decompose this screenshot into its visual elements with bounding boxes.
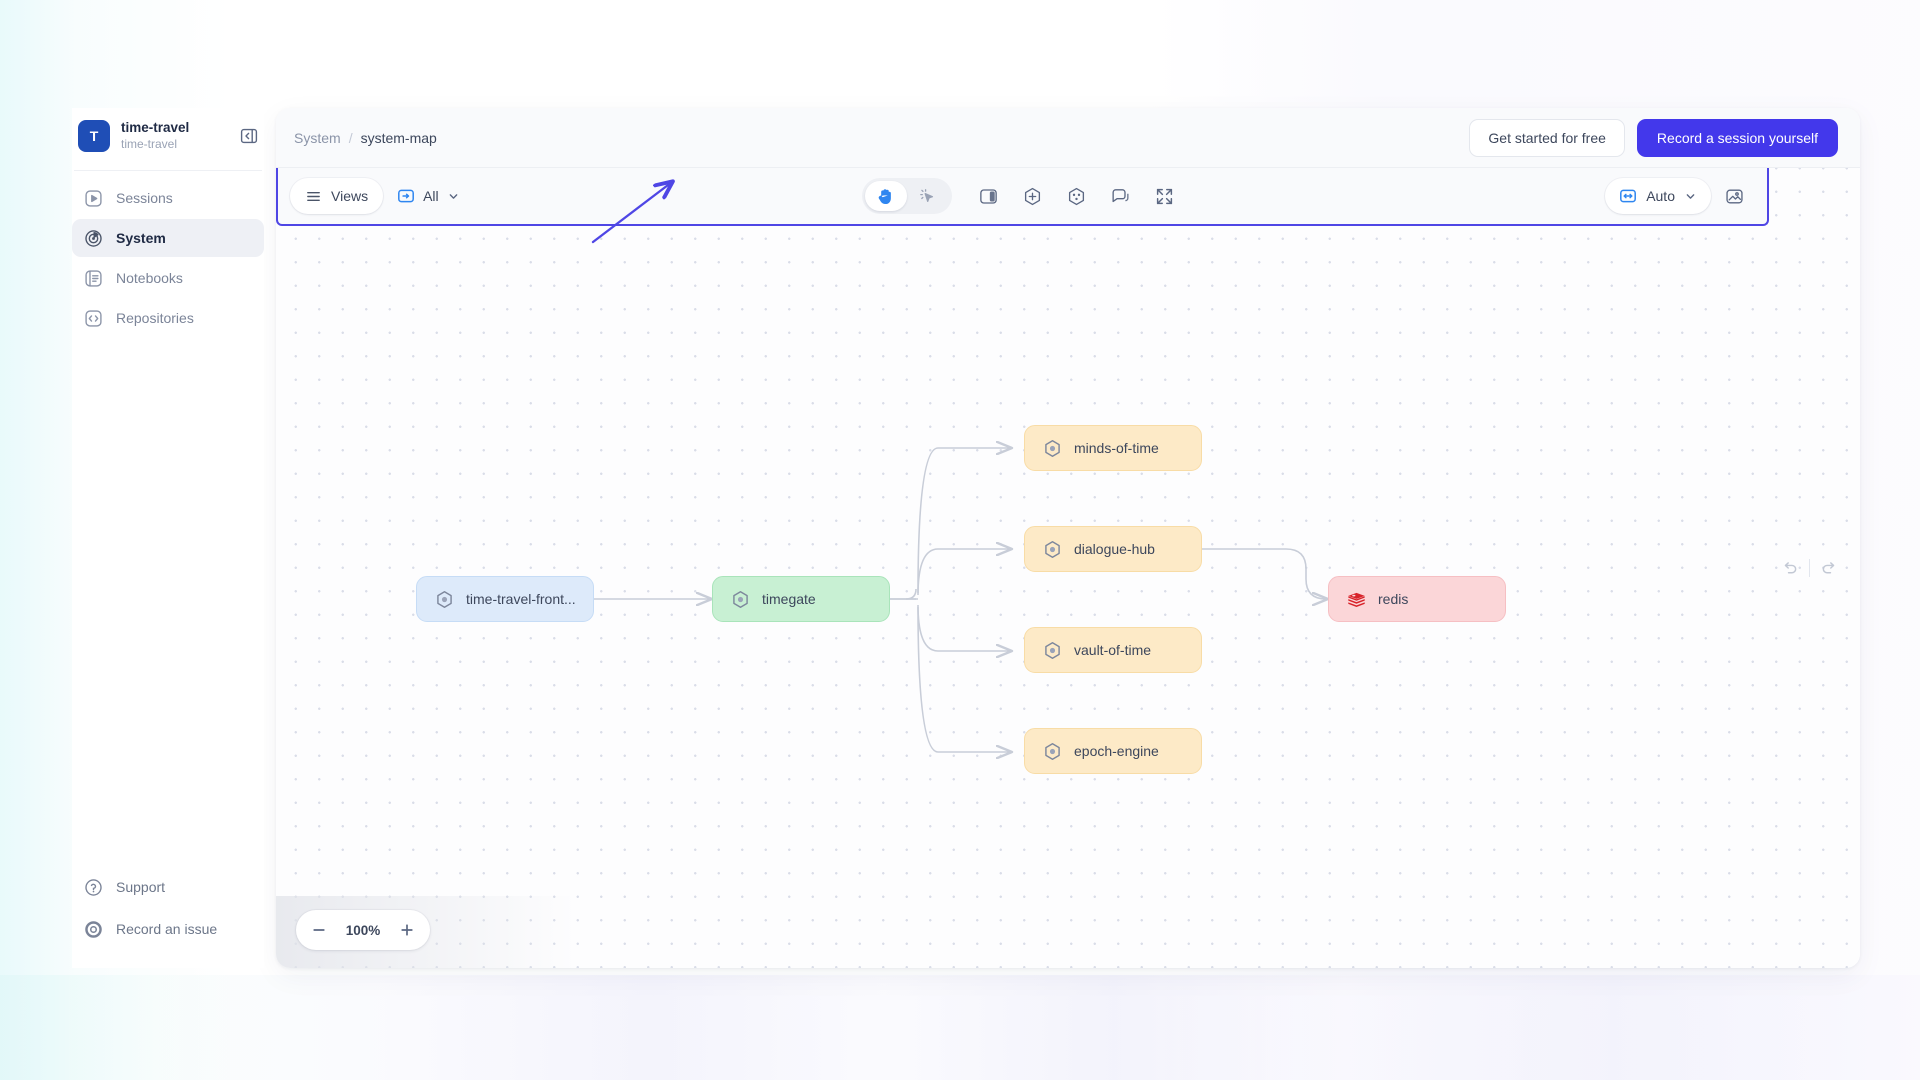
layout-label: Auto — [1646, 188, 1675, 204]
comment-icon[interactable] — [1102, 179, 1140, 213]
add-node-hexagon-icon[interactable] — [1014, 179, 1052, 213]
toolbar-center-group — [861, 178, 1184, 214]
sidebar-item-label: Notebooks — [116, 270, 183, 286]
breadcrumb-leaf[interactable]: system-map — [360, 129, 437, 146]
sidebar-item-repositories[interactable]: Repositories — [72, 299, 264, 337]
sidebar-item-label: System — [116, 230, 166, 246]
service-hexagon-icon — [729, 588, 751, 610]
workspace-subtitle: time-travel — [121, 137, 178, 152]
graph-node-label: minds-of-time — [1074, 440, 1159, 456]
sidebar-item-notebooks[interactable]: Notebooks — [72, 259, 264, 297]
record-lifebuoy-icon — [82, 918, 104, 940]
sidebar-panel-icon[interactable] — [970, 179, 1008, 213]
graph-node-label: redis — [1378, 591, 1409, 607]
undo-arrow-icon[interactable] — [1773, 552, 1807, 584]
filter-label: All — [423, 188, 439, 204]
header-actions: Get started for free Record a session yo… — [1469, 118, 1838, 157]
main-panel: System / system-map Get started for free… — [276, 108, 1860, 968]
sidebar-nav: Sessions System — [72, 179, 264, 337]
toolbar-right-group: Auto — [1605, 178, 1753, 214]
graph-node-label: vault-of-time — [1074, 642, 1152, 658]
graph-node-label: timegate — [762, 591, 816, 607]
background-wash-bottom — [0, 975, 1920, 1080]
get-started-button[interactable]: Get started for free — [1469, 118, 1625, 157]
panel-collapse-icon[interactable] — [238, 125, 260, 147]
menu-lines-icon — [305, 188, 322, 205]
sidebar-item-label: Support — [116, 879, 166, 895]
workspace-logo: T — [78, 120, 110, 152]
toolbar-left-group: Views All — [290, 178, 460, 214]
radar-icon — [82, 227, 104, 249]
redis-logo-icon — [1345, 588, 1367, 610]
code-brackets-icon — [82, 307, 104, 329]
service-hexagon-icon — [1041, 740, 1063, 762]
graph-node-minds-of-time[interactable]: minds-of-time — [1024, 425, 1202, 471]
pointer-mode-toggle — [861, 178, 952, 214]
auto-layout-icon — [1619, 187, 1637, 205]
group-nodes-hexagon-icon[interactable] — [1058, 179, 1096, 213]
history-controls — [1773, 552, 1846, 584]
workspace-switcher[interactable]: T time-travel time-travel — [72, 108, 264, 164]
sidebar-item-label: Sessions — [116, 190, 173, 206]
history-divider — [1809, 559, 1810, 577]
sidebar-item-label: Repositories — [116, 310, 194, 326]
edge-timegate-epoch — [917, 606, 1012, 752]
notebook-icon — [82, 267, 104, 289]
service-hexagon-icon — [1041, 639, 1063, 661]
graph-node-dialogue-hub[interactable]: dialogue-hub — [1024, 526, 1202, 572]
breadcrumb: System / system-map — [294, 130, 437, 146]
play-square-icon — [82, 187, 104, 209]
export-image-icon[interactable] — [1715, 179, 1753, 213]
sidebar-item-label: Record an issue — [116, 921, 218, 937]
workspace-name: time-travel — [121, 120, 190, 136]
workspace-text: time-travel time-travel — [121, 120, 227, 152]
filter-dropdown[interactable]: All — [397, 187, 460, 205]
zoom-level-value: 100% — [345, 922, 381, 938]
graph-node-label: epoch-engine — [1074, 743, 1159, 759]
zoom-out-button[interactable] — [304, 915, 334, 945]
sidebar-item-support[interactable]: Support — [72, 870, 264, 904]
breadcrumb-root[interactable]: System — [294, 129, 341, 146]
graph-node-label: time-travel-front... — [466, 591, 576, 607]
service-hexagon-icon — [1041, 437, 1063, 459]
sidebar-item-sessions[interactable]: Sessions — [72, 179, 264, 217]
pan-hand-icon[interactable] — [864, 181, 907, 211]
zoom-control: 100% — [296, 910, 430, 950]
graph-node-label: dialogue-hub — [1074, 541, 1155, 557]
graph-node-time-travel-frontend[interactable]: time-travel-front... — [416, 576, 594, 622]
graph-node-epoch-engine[interactable]: epoch-engine — [1024, 728, 1202, 774]
breadcrumb-separator: / — [348, 129, 353, 146]
sidebar-divider — [74, 170, 262, 171]
filter-frame-icon — [397, 187, 415, 205]
editor-toolbar: Views All — [276, 168, 1769, 226]
sidebar: T time-travel time-travel — [72, 108, 264, 968]
views-button[interactable]: Views — [290, 178, 384, 214]
views-label: Views — [331, 188, 369, 204]
redo-arrow-icon[interactable] — [1812, 552, 1846, 584]
sidebar-item-record-an-issue[interactable]: Record an issue — [72, 912, 264, 946]
service-hexagon-icon — [1041, 538, 1063, 560]
graph-node-timegate[interactable]: timegate — [712, 576, 890, 622]
service-hexagon-icon — [433, 588, 455, 610]
edge-timegate-dialogue — [917, 549, 1012, 596]
zoom-in-button[interactable] — [392, 915, 422, 945]
chevron-down-icon — [447, 190, 460, 203]
graph-node-vault-of-time[interactable]: vault-of-time — [1024, 627, 1202, 673]
layout-mode-dropdown[interactable]: Auto — [1605, 178, 1711, 214]
edge-timegate-minds — [917, 448, 1012, 594]
select-cursor-icon[interactable] — [907, 181, 949, 211]
question-circle-icon — [82, 876, 104, 898]
graph-node-redis[interactable]: redis — [1328, 576, 1506, 622]
record-session-button[interactable]: Record a session yourself — [1636, 118, 1838, 157]
system-map-canvas[interactable]: Views All — [276, 168, 1860, 968]
sidebar-item-system[interactable]: System — [72, 219, 264, 257]
sidebar-bottom: Support Record an issue — [72, 870, 264, 946]
edge-timegate-vault — [917, 604, 1012, 651]
chevron-down-icon — [1684, 190, 1697, 203]
page-header: System / system-map Get started for free… — [276, 108, 1860, 168]
fit-screen-icon[interactable] — [1146, 179, 1184, 213]
graph-edges — [594, 168, 1860, 968]
edge-dialogue-redis — [1196, 548, 1328, 599]
